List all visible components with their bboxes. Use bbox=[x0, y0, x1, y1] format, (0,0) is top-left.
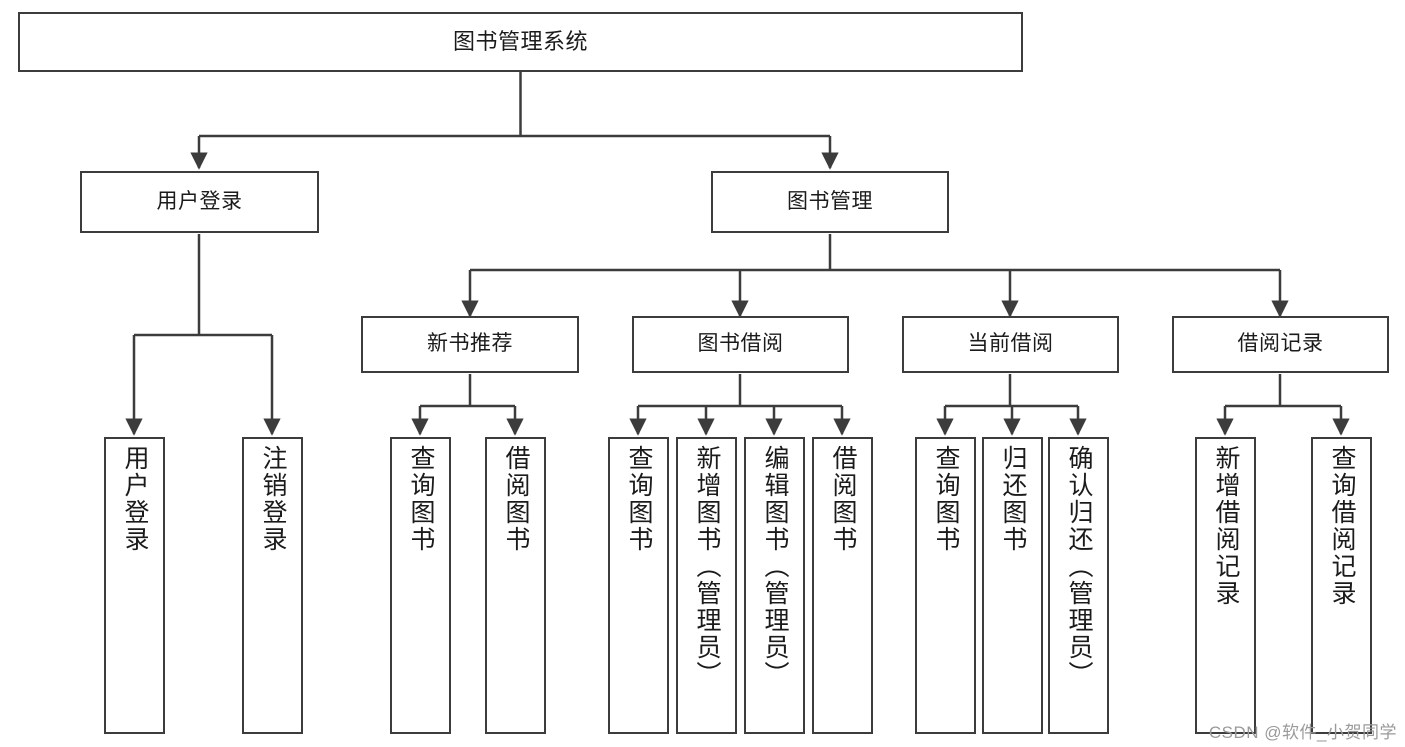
node-label: 新书推荐 bbox=[427, 332, 513, 356]
leaf-current-query-books[interactable]: 查询图书 bbox=[915, 437, 976, 734]
leaf-borrow-query-books[interactable]: 查询图书 bbox=[608, 437, 669, 734]
node-label: 注销登录 bbox=[259, 445, 287, 553]
node-label: 查询图书 bbox=[625, 445, 653, 553]
node-label: 图书管理系统 bbox=[452, 29, 588, 55]
node-book-borrowing[interactable]: 图书借阅 bbox=[632, 316, 849, 373]
node-label: 编辑图书（管理员） bbox=[761, 445, 789, 688]
node-label: 借阅图书 bbox=[502, 445, 530, 553]
leaf-borrow-edit-book-admin[interactable]: 编辑图书（管理员） bbox=[744, 437, 805, 734]
node-label: 查询图书 bbox=[932, 445, 960, 553]
node-root-book-management-system[interactable]: 图书管理系统 bbox=[18, 12, 1023, 72]
node-borrow-records[interactable]: 借阅记录 bbox=[1172, 316, 1389, 373]
leaf-records-query-record[interactable]: 查询借阅记录 bbox=[1311, 437, 1372, 734]
node-label: 借阅图书 bbox=[829, 445, 857, 553]
node-label: 新增图书（管理员） bbox=[693, 445, 721, 688]
leaf-newbook-borrow-books[interactable]: 借阅图书 bbox=[485, 437, 546, 734]
node-label: 归还图书 bbox=[999, 445, 1027, 553]
leaf-user-login[interactable]: 用户登录 bbox=[104, 437, 165, 734]
node-label: 确认归还（管理员） bbox=[1065, 445, 1093, 688]
node-label: 查询借阅记录 bbox=[1328, 445, 1356, 607]
leaf-logout[interactable]: 注销登录 bbox=[242, 437, 303, 734]
node-label: 用户登录 bbox=[156, 189, 243, 213]
node-label: 用户登录 bbox=[121, 445, 149, 553]
node-current-borrowing[interactable]: 当前借阅 bbox=[902, 316, 1119, 373]
node-user-login[interactable]: 用户登录 bbox=[80, 171, 319, 233]
node-label: 图书管理 bbox=[787, 189, 873, 213]
csdn-watermark: CSDN @软件_小贺同学 bbox=[1208, 723, 1397, 742]
node-label: 图书借阅 bbox=[697, 332, 784, 356]
leaf-newbook-query-books[interactable]: 查询图书 bbox=[390, 437, 451, 734]
leaf-current-confirm-return-admin[interactable]: 确认归还（管理员） bbox=[1048, 437, 1109, 734]
leaf-records-add-record[interactable]: 新增借阅记录 bbox=[1195, 437, 1256, 734]
node-new-book-recommendation[interactable]: 新书推荐 bbox=[361, 316, 579, 373]
leaf-borrow-add-book-admin[interactable]: 新增图书（管理员） bbox=[676, 437, 737, 734]
node-label: 新增借阅记录 bbox=[1212, 445, 1240, 607]
node-book-management[interactable]: 图书管理 bbox=[711, 171, 949, 233]
leaf-borrow-lend-books[interactable]: 借阅图书 bbox=[812, 437, 873, 734]
node-label: 借阅记录 bbox=[1237, 332, 1324, 356]
leaf-current-return-books[interactable]: 归还图书 bbox=[982, 437, 1043, 734]
node-label: 查询图书 bbox=[407, 445, 435, 553]
node-label: 当前借阅 bbox=[967, 332, 1054, 356]
